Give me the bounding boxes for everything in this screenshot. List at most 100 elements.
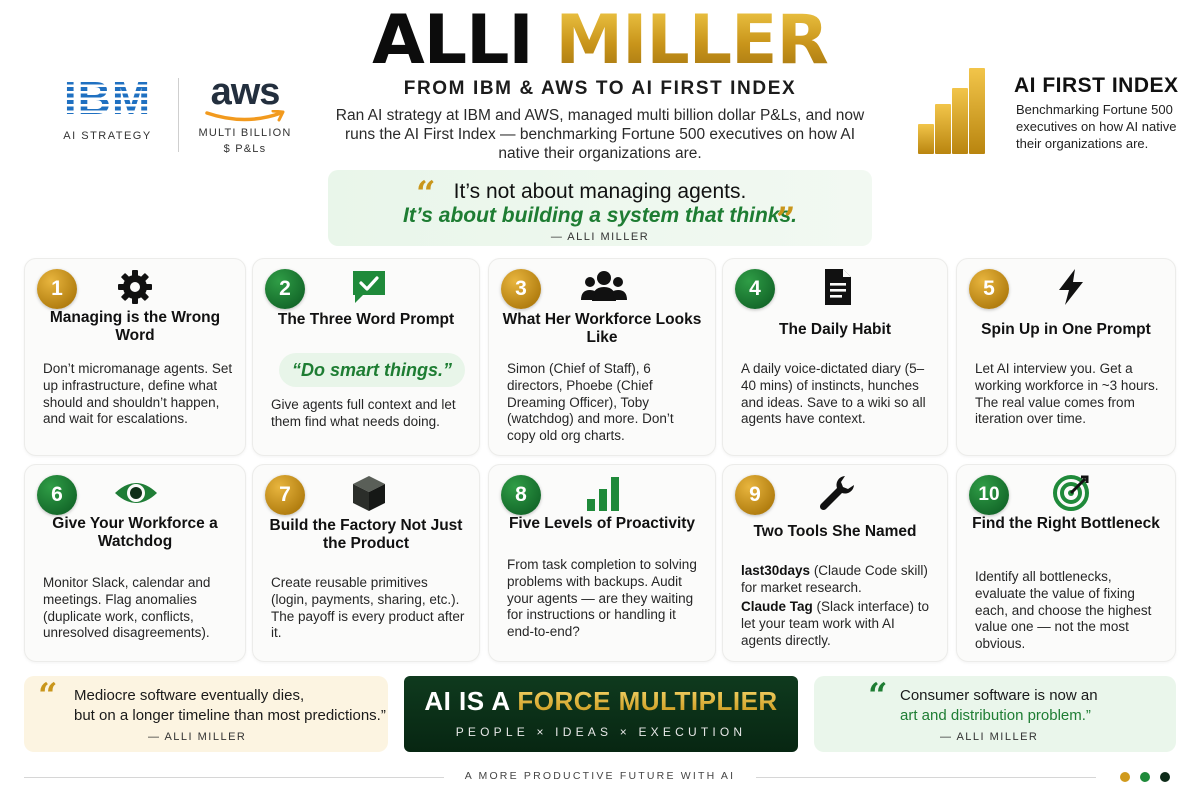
card-title: The Three Word Prompt [277, 311, 455, 328]
tool-2: Claude Tag (Slack interface) to let your… [741, 599, 935, 649]
people-group-icon [581, 267, 627, 307]
ai-first-index-block: AI FIRST INDEX Benchmarking Fortune 500 … [912, 64, 1182, 160]
eye-icon [113, 473, 159, 513]
card-number-badge: 1 [37, 269, 77, 309]
card-number-badge: 8 [501, 475, 541, 515]
card-3: 3 What Her Workforce Looks Like Simon (C… [488, 258, 716, 456]
open-quote-icon: “ [868, 676, 888, 716]
card-number-badge: 7 [265, 475, 305, 515]
card-text: Simon (Chief of Staff), 6 directors, Pho… [507, 361, 674, 444]
quote-line-2: art and distribution problem.” [900, 707, 1091, 724]
card-8: 8 Five Levels of Proactivity From task c… [488, 464, 716, 662]
aws-caption-1: MULTI BILLION [198, 127, 292, 139]
mediocre-software-quote: “ Mediocre software eventually dies, but… [24, 676, 388, 752]
card-number-badge: 6 [37, 475, 77, 515]
title-first-name: ALLI [372, 1, 534, 80]
open-quote-icon: “ [416, 174, 436, 214]
aws-caption-2: $ P&Ls [223, 143, 267, 155]
tool-1: last30days (Claude Code skill) for marke… [741, 563, 935, 597]
force-multiplier-title: AI IS A FORCE MULTIPLIER [404, 686, 798, 717]
card-text: Monitor Slack, calendar and meetings. Fl… [43, 575, 211, 641]
tool-1-name: last30days [741, 563, 811, 578]
footer-divider-right [756, 777, 1096, 778]
quote-line-1: Mediocre software eventually dies, [74, 687, 305, 704]
card-text: A daily voice-dictated diary (5–40 mins)… [741, 361, 926, 427]
ibm-block: IBM AI STRATEGY [40, 74, 175, 142]
main-quote-line-2: It’s about building a system that thinks… [403, 204, 797, 227]
card-number-badge: 9 [735, 475, 775, 515]
ibm-caption: AI STRATEGY [63, 130, 152, 142]
force-title-white: AI IS A [424, 686, 518, 716]
tool-2-name: Claude Tag [741, 599, 813, 614]
quote-attribution: — ALLI MILLER [148, 731, 247, 743]
card-text: Give agents full context and let them fi… [271, 397, 456, 429]
footer-dot-gold [1120, 772, 1130, 782]
quote-attribution: — ALLI MILLER [940, 731, 1039, 743]
card-6: 6 Give Your Workforce a Watchdog Monitor… [24, 464, 246, 662]
card-title: Build the Factory Not Just the Product [269, 517, 463, 552]
card-text: Identify all bottlenecks, evaluate the v… [975, 569, 1152, 652]
card-title: Two Tools She Named [753, 523, 917, 540]
ibm-logo: IBM [40, 74, 175, 122]
company-logos: IBM AI STRATEGY aws MULTI BILLION $ P&Ls [40, 71, 300, 164]
main-quote-attribution: — ALLI MILLER [550, 231, 650, 243]
chat-bubble-check-icon [349, 267, 389, 307]
index-description: Benchmarking Fortune 500 executives on h… [1016, 102, 1177, 151]
gear-icon [115, 267, 155, 307]
index-title: AI FIRST INDEX [1014, 74, 1179, 97]
card-9: 9 Two Tools She Named last30days (Claude… [722, 464, 948, 662]
intro-text: Ran AI strategy at IBM and AWS, managed … [335, 107, 865, 162]
card-10: 10 Find the Right Bottleneck Identify al… [956, 464, 1176, 662]
main-quote-line-1: It’s not about managing agents. [453, 180, 747, 203]
force-multiplier-subtitle: PEOPLE × IDEAS × EXECUTION [455, 725, 747, 739]
page-title: ALLI MILLER [0, 4, 1200, 78]
target-icon [1051, 473, 1091, 513]
footer-dot-green [1140, 772, 1150, 782]
card-text: Let AI interview you. Get a working work… [975, 361, 1159, 427]
card-title: What Her Workforce Looks Like [502, 311, 702, 346]
aws-smile-icon [205, 110, 285, 122]
main-quote-banner: “ It’s not about managing agents. It’s a… [328, 170, 872, 246]
tool-2-desc: (Slack interface) to let your team work … [741, 599, 930, 648]
card-title: Find the Right Bottleneck [972, 515, 1160, 532]
card-title: The Daily Habit [779, 321, 891, 338]
card-5: 5 Spin Up in One Prompt Let AI interview… [956, 258, 1176, 456]
document-icon [817, 267, 857, 307]
card-title: Managing is the Wrong Word [49, 309, 221, 344]
cube-icon [349, 473, 389, 513]
tool-1-desc: (Claude Code skill) for market research. [741, 563, 928, 595]
card-text: Create reusable primitives (login, payme… [271, 575, 465, 641]
card-2: 2 The Three Word Prompt “Do smart things… [252, 258, 480, 456]
prompt-pill: “Do smart things.” [279, 353, 465, 387]
logo-divider [178, 78, 179, 152]
bar-chart-icon [583, 473, 623, 513]
card-1: 1 Managing is the Wrong Word Don’t micro… [24, 258, 246, 456]
card-number-badge: 5 [969, 269, 1009, 309]
card-text: Don’t micromanage agents. Set up infrast… [43, 361, 233, 427]
force-multiplier-banner: AI IS A FORCE MULTIPLIER PEOPLE × IDEAS … [404, 676, 798, 752]
card-number-badge: 3 [501, 269, 541, 309]
aws-logo: aws [210, 71, 281, 113]
card-number-badge: 4 [735, 269, 775, 309]
card-text: From task completion to solving problems… [507, 557, 697, 640]
lightning-bolt-icon [1051, 267, 1091, 307]
aws-block: aws MULTI BILLION $ P&Ls [190, 71, 300, 156]
consumer-software-quote: “ Consumer software is now an art and di… [814, 676, 1176, 752]
card-title: Five Levels of Proactivity [508, 515, 696, 532]
card-number-badge: 10 [969, 475, 1009, 515]
gold-bars-icon [918, 66, 986, 154]
wrench-icon [817, 473, 857, 513]
quote-line-1: Consumer software is now an [900, 687, 1098, 704]
force-title-gold: FORCE MULTIPLIER [517, 686, 778, 716]
footer-tagline: A MORE PRODUCTIVE FUTURE WITH AI [464, 770, 736, 782]
footer-dot-dark [1160, 772, 1170, 782]
quote-line-2: but on a longer timeline than most predi… [74, 707, 386, 724]
card-title: Give Your Workforce a Watchdog [52, 515, 218, 550]
open-quote-icon: “ [38, 676, 58, 716]
page-subtitle: FROM IBM & AWS TO AI FIRST INDEX [403, 78, 797, 99]
card-4: 4 The Daily Habit A daily voice-dictated… [722, 258, 948, 456]
card-number-badge: 2 [265, 269, 305, 309]
close-quote-icon: ” [776, 200, 796, 240]
card-title: Spin Up in One Prompt [981, 321, 1151, 338]
card-7: 7 Build the Factory Not Just the Product… [252, 464, 480, 662]
